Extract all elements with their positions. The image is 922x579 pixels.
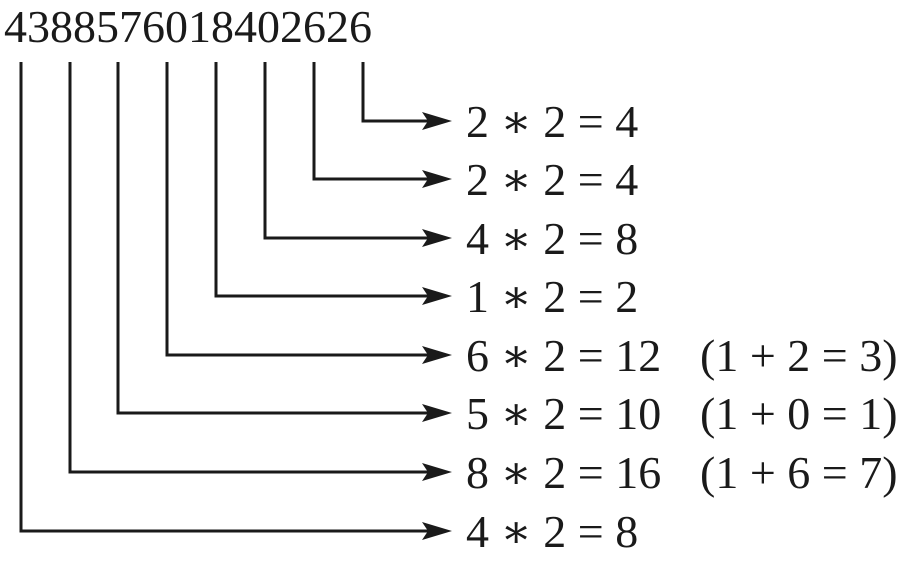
doubling-calc: 2 ∗ 2 = 4 bbox=[466, 154, 638, 205]
arrow-head-icon bbox=[422, 170, 452, 188]
doubling-calc: 6 ∗ 2 = 12 bbox=[466, 330, 661, 381]
connector-line bbox=[312, 62, 428, 181]
connector-line bbox=[165, 62, 428, 357]
doubling-calc: 4 ∗ 2 = 8 bbox=[466, 506, 638, 557]
doubling-calc: 5 ∗ 2 = 10 bbox=[466, 388, 661, 439]
connector-line bbox=[116, 62, 428, 415]
digit-sum: (1 + 6 = 7) bbox=[700, 447, 898, 498]
doubling-calc: 2 ∗ 2 = 4 bbox=[466, 96, 638, 147]
connector-line bbox=[263, 62, 428, 240]
arrow-head-icon bbox=[422, 287, 452, 305]
arrow-head-icon bbox=[422, 404, 452, 422]
card-number: 4388576018402626 bbox=[4, 1, 372, 52]
connector-line bbox=[68, 62, 428, 474]
digit-sum: (1 + 2 = 3) bbox=[700, 330, 898, 381]
connector-line bbox=[361, 62, 428, 123]
connectors bbox=[19, 62, 452, 540]
arrow-head-icon bbox=[422, 522, 452, 540]
doubling-calc: 8 ∗ 2 = 16 bbox=[466, 447, 661, 498]
arrow-head-icon bbox=[422, 463, 452, 481]
calculation-rows: 2 ∗ 2 = 4 2 ∗ 2 = 4 4 ∗ 2 = 8 1 ∗ 2 = 2 6 ∗ … bbox=[466, 96, 898, 557]
digit-sum: (1 + 0 = 1) bbox=[700, 388, 898, 439]
connector-line bbox=[214, 62, 428, 298]
doubling-calc: 4 ∗ 2 = 8 bbox=[466, 213, 638, 264]
arrow-head-icon bbox=[422, 346, 452, 364]
doubling-calc: 1 ∗ 2 = 2 bbox=[466, 271, 638, 322]
arrow-head-icon bbox=[422, 112, 452, 130]
arrow-head-icon bbox=[422, 229, 452, 247]
connector-line bbox=[19, 62, 428, 533]
